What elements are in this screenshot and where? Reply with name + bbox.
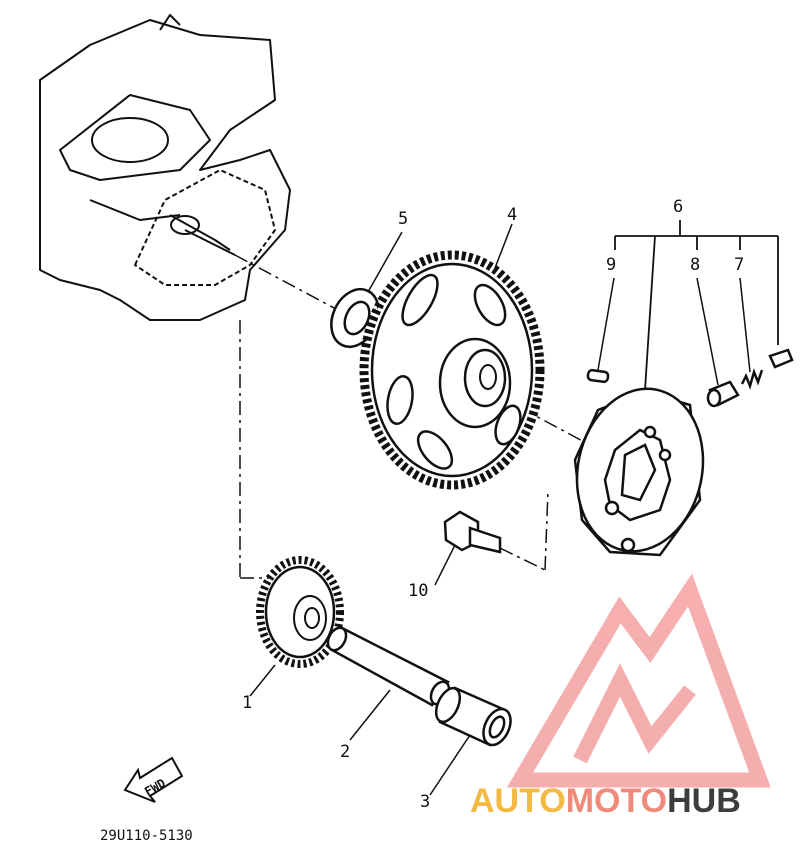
bolt-part-10	[443, 510, 502, 554]
part-label-9: 9	[606, 255, 616, 275]
forward-arrow-icon: FWD	[123, 756, 184, 803]
part-label-5: 5	[398, 209, 408, 229]
starter-wheel-gear-part-4	[359, 250, 545, 490]
part-label-10: 10	[408, 581, 428, 601]
idle-gear-part-1	[256, 556, 344, 668]
starter-clutch-part-6	[573, 387, 705, 557]
plunger-part-8	[706, 380, 740, 408]
part-label-2: 2	[340, 742, 350, 762]
watermark-text-hub: HUB	[667, 782, 741, 820]
bushing-part-3	[434, 686, 512, 747]
part-6-bracket	[614, 220, 779, 391]
part-label-8: 8	[690, 255, 700, 275]
part-label-3: 3	[420, 792, 430, 812]
watermark-text-auto: AUTO	[470, 782, 566, 820]
watermark-text-moto: MOTO	[566, 782, 667, 820]
part-label-4: 4	[507, 205, 517, 225]
part-label-1: 1	[242, 693, 252, 713]
roller-part-9	[586, 368, 610, 384]
watermark-text: AUTOMOTOHUB	[470, 782, 741, 820]
engine-crankcase-outline	[39, 14, 291, 321]
cap-part	[768, 348, 794, 369]
leader-lines	[249, 223, 751, 796]
watermark-logo-icon	[506, 573, 771, 788]
shaft-part-2	[326, 626, 451, 707]
part-label-7: 7	[734, 255, 744, 275]
diagram-code: 29U110-5130	[100, 828, 193, 844]
part-label-6: 6	[673, 197, 683, 217]
spring-part-7	[740, 368, 764, 390]
